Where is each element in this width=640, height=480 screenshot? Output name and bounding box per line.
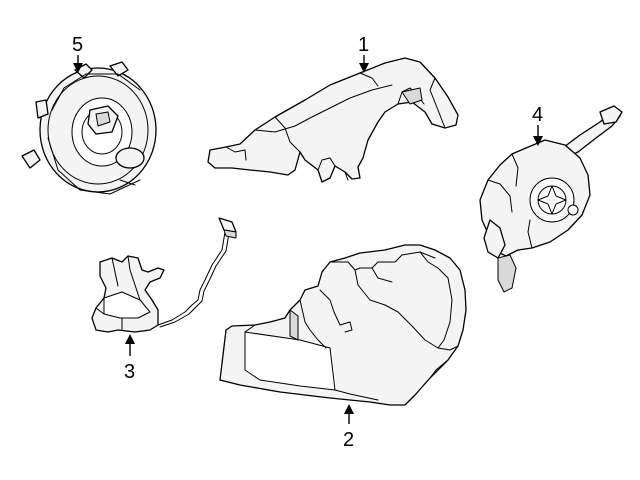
arrowhead-2 — [344, 404, 354, 414]
callout-3: 3 — [124, 334, 135, 383]
callout-5: 5 — [72, 34, 83, 73]
part-4-combination-switch — [479, 105, 623, 293]
part-5-clock-spring — [21, 61, 157, 195]
arrowhead-3 — [125, 334, 135, 344]
part-1-upper-column-cover — [207, 57, 459, 183]
callout-label-2: 2 — [343, 429, 354, 451]
callout-4: 4 — [532, 104, 543, 146]
callout-label-3: 3 — [124, 361, 135, 383]
arrowhead-5 — [73, 63, 83, 73]
part-3-sensor-with-harness — [91, 217, 237, 333]
callout-label-1: 1 — [358, 34, 369, 56]
callout-2: 2 — [343, 404, 354, 451]
arrowhead-4 — [533, 136, 543, 146]
arrowhead-1 — [359, 63, 369, 73]
part-2-lower-column-cover — [219, 244, 467, 406]
callout-label-4: 4 — [532, 104, 543, 126]
callout-1: 1 — [358, 34, 369, 73]
callout-label-5: 5 — [72, 34, 83, 56]
